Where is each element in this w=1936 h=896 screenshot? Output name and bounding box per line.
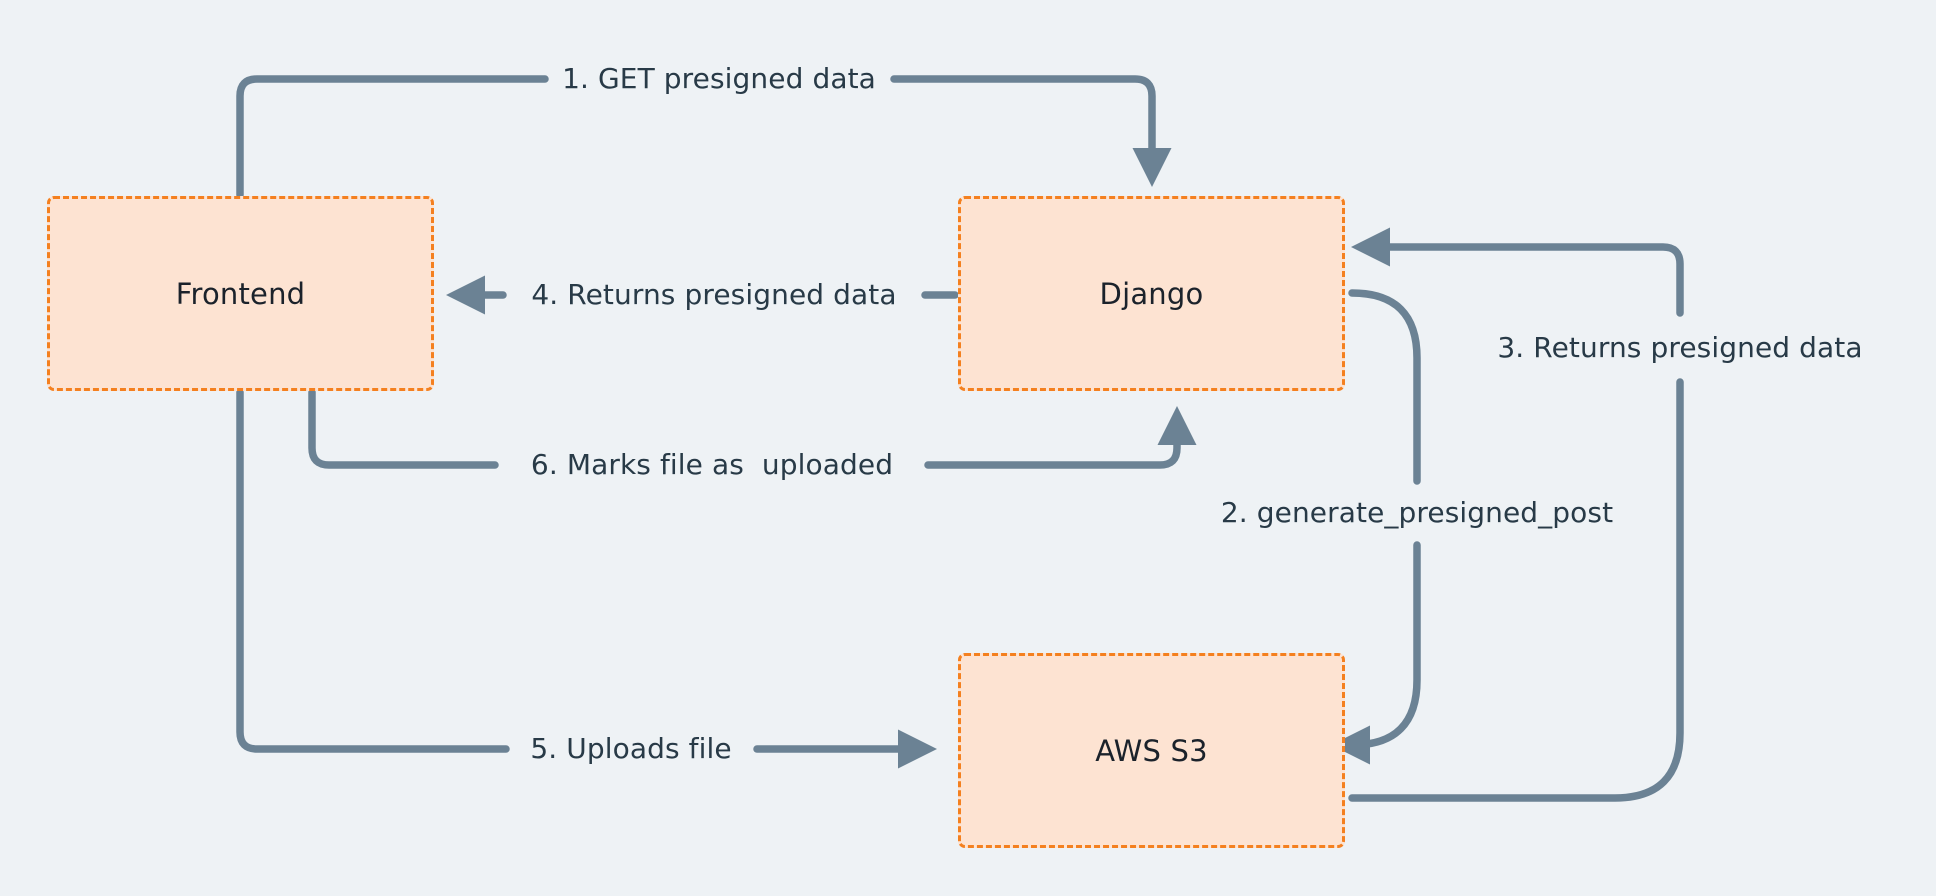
edge-label-6: 6. Marks file as uploaded	[530, 448, 894, 481]
edge-path-1-a	[236, 75, 549, 199]
node-frontend-label: Frontend	[175, 276, 306, 311]
edge-label-5: 5. Uploads file	[530, 732, 732, 765]
node-aws-s3-label: AWS S3	[1095, 733, 1208, 768]
edge-label-2: 2. generate_presigned_post	[1220, 496, 1614, 529]
node-frontend[interactable]: Frontend	[47, 196, 434, 391]
edge-path-2-a	[1348, 289, 1421, 485]
edge-path-2-b	[1331, 541, 1421, 765]
edge-label-4: 4. Returns presigned data	[531, 278, 897, 311]
edge-path-3-b	[1351, 227, 1684, 317]
node-django-label: Django	[1099, 276, 1204, 311]
edge-label-1: 1. GET presigned data	[562, 62, 876, 95]
node-django[interactable]: Django	[958, 196, 1345, 391]
edge-path-6-b	[924, 406, 1197, 469]
edge-path-1-b	[890, 75, 1172, 187]
edge-path-5-a	[236, 388, 510, 753]
edge-label-3: 3. Returns presigned data	[1497, 331, 1863, 364]
edge-path-6-a	[308, 388, 499, 469]
node-aws-s3[interactable]: AWS S3	[958, 653, 1345, 848]
edge-path-3-a	[1348, 378, 1684, 802]
